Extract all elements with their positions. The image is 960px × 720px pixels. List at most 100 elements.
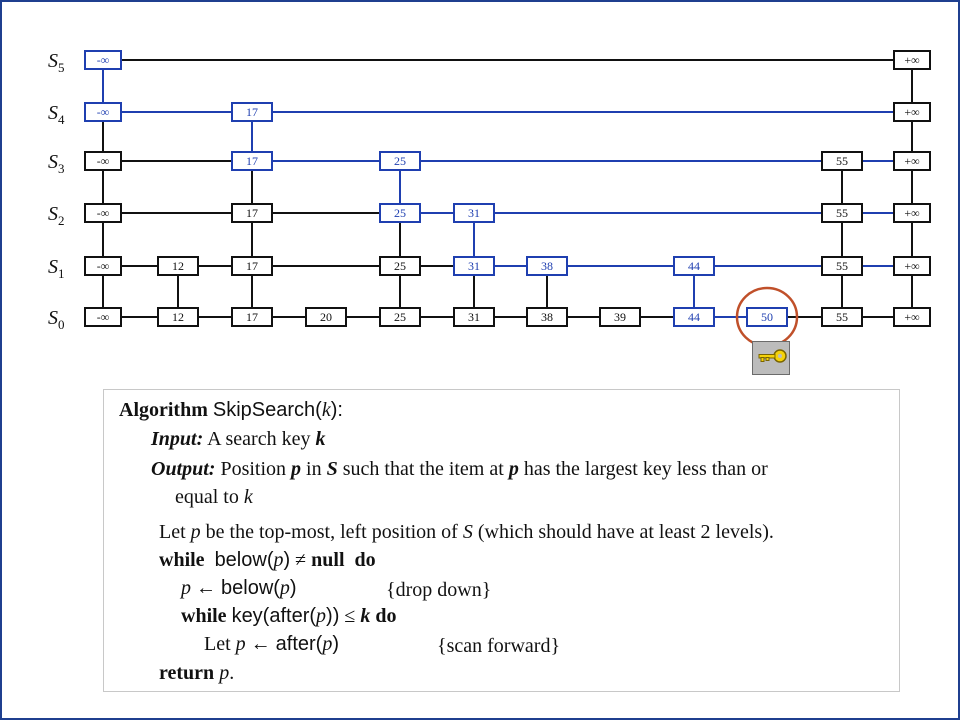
input-var: k <box>315 428 326 450</box>
leq-k: k <box>360 605 371 627</box>
drop-line: p ← below(p) <box>181 577 297 600</box>
let-text-1: Let <box>159 521 186 543</box>
node-label-s4-11: +∞ <box>904 105 919 119</box>
node-label-s2-11: +∞ <box>904 206 919 220</box>
node-box-s0-2 <box>231 307 273 327</box>
node-box-s0-7 <box>599 307 641 327</box>
algorithm-keyword: Algorithm <box>119 399 208 421</box>
node-label-s0-0: -∞ <box>97 310 110 324</box>
links-layer <box>102 59 913 318</box>
output-line-2: equal to k <box>175 486 253 509</box>
node-box-s0-9 <box>746 307 788 327</box>
level-sub-s0: 0 <box>58 317 65 332</box>
null-keyword: null <box>311 549 345 571</box>
node-box-s1-5 <box>453 256 495 276</box>
while-keyword-1: while <box>159 549 205 571</box>
input-label: Input: <box>151 428 204 450</box>
node-box-s0-1 <box>157 307 199 327</box>
output-s: S <box>326 458 338 480</box>
while-keyword-2: while <box>181 605 227 627</box>
node-box-s1-4 <box>379 256 421 276</box>
node-label-s1-6: 38 <box>541 259 553 273</box>
node-label-s0-1: 12 <box>172 310 184 324</box>
level-sub-s5: 5 <box>58 60 65 75</box>
node-label-s5-11: +∞ <box>904 53 919 67</box>
while-line-1: while below(p) ≠ null do <box>159 549 376 572</box>
node-box-s0-3 <box>305 307 347 327</box>
node-label-s0-6: 38 <box>541 310 553 324</box>
node-box-s0-6 <box>526 307 568 327</box>
after-p: p <box>322 633 333 655</box>
node-box-s1-6 <box>526 256 568 276</box>
node-label-s1-4: 25 <box>394 259 406 273</box>
algorithm-title: Algorithm SkipSearch(k): <box>119 399 343 422</box>
key-expr: key(after( <box>231 605 317 627</box>
node-label-s1-5: 31 <box>468 259 480 273</box>
node-label-s2-0: -∞ <box>97 206 110 220</box>
node-label-s0-5: 31 <box>468 310 480 324</box>
node-label-s0-10: 55 <box>836 310 848 324</box>
node-box-s3-11 <box>893 151 931 171</box>
node-box-s1-0 <box>84 256 122 276</box>
node-label-s1-8: 44 <box>688 259 700 273</box>
level-label-s5: S5 <box>48 50 65 75</box>
assign-arrow: ← <box>196 577 216 599</box>
output-label: Output: <box>151 458 216 480</box>
level-label-s4: S4 <box>48 102 65 127</box>
node-label-s0-2: 17 <box>246 310 258 324</box>
while-line-2: while key(after(p)) ≤ k do <box>181 605 396 628</box>
let-text-3: (which should have at least 2 levels). <box>477 521 774 543</box>
node-box-s5-0 <box>84 50 122 70</box>
node-label-s1-0: -∞ <box>97 259 110 273</box>
output-text-5: equal to <box>175 486 239 508</box>
node-box-s2-5 <box>453 203 495 223</box>
neq-symbol: ≠ <box>295 549 307 571</box>
node-box-s1-2 <box>231 256 273 276</box>
algorithm-name: SkipSearch( <box>212 399 322 421</box>
let2-text: Let <box>204 633 231 655</box>
key-icon[interactable] <box>752 341 790 375</box>
level-label-s1: S1 <box>48 256 65 281</box>
level-label-s2: S2 <box>48 203 65 228</box>
node-label-s5-0: -∞ <box>97 53 110 67</box>
below-close: ) <box>283 549 291 571</box>
node-box-s2-2 <box>231 203 273 223</box>
node-box-s2-0 <box>84 203 122 223</box>
level-sub-s2: 2 <box>58 213 65 228</box>
node-label-s3-2: 17 <box>246 154 258 168</box>
return-p: p <box>219 662 230 684</box>
node-box-s3-0 <box>84 151 122 171</box>
node-label-s2-5: 31 <box>468 206 480 220</box>
algorithm-arg: k <box>321 399 331 421</box>
level-label-s3: S3 <box>48 151 65 176</box>
node-label-s3-0: -∞ <box>97 154 110 168</box>
node-label-s0-4: 25 <box>394 310 406 324</box>
level-sub-s3: 3 <box>58 161 65 176</box>
node-label-s1-2: 17 <box>246 259 258 273</box>
output-line-1: Output: Position p in S such that the it… <box>151 458 768 481</box>
node-box-s1-10 <box>821 256 863 276</box>
assign-below-p: p <box>279 577 290 599</box>
key-p: p <box>316 605 327 627</box>
leq-symbol: ≤ <box>344 605 356 627</box>
node-label-s2-4: 25 <box>394 206 406 220</box>
scan-line: Let p ← after(p) <box>204 633 339 656</box>
after-close: ) <box>332 633 340 655</box>
node-label-s0-3: 20 <box>320 310 332 324</box>
let-text-2: be the top-most, left position of <box>205 521 458 543</box>
output-text-4: has the largest key less than or <box>523 458 768 480</box>
node-label-s1-10: 55 <box>836 259 848 273</box>
node-label-s1-11: +∞ <box>904 259 919 273</box>
let-s: S <box>462 521 473 543</box>
below-p: p <box>273 549 284 571</box>
do-keyword-2: do <box>375 605 397 627</box>
node-box-s1-8 <box>673 256 715 276</box>
node-label-s0-9: 50 <box>761 310 773 324</box>
output-text-2: in <box>306 458 322 480</box>
node-box-s3-4 <box>379 151 421 171</box>
below-expr: below( <box>214 549 274 571</box>
node-box-s5-11 <box>893 50 931 70</box>
assign-below: below( <box>221 577 280 599</box>
node-box-s0-11 <box>893 307 931 327</box>
